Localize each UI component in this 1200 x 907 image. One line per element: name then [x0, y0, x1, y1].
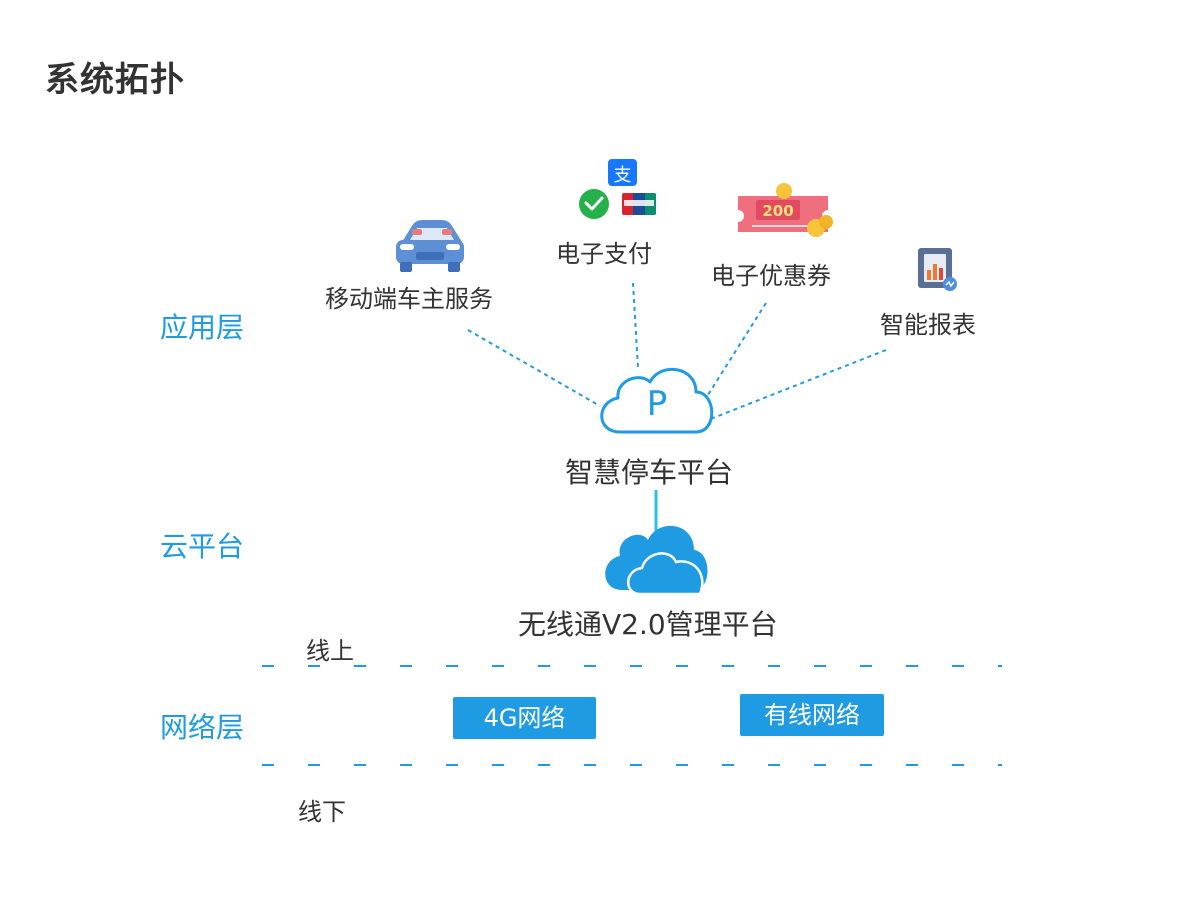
network-wired-tag: 有线网络: [740, 694, 884, 736]
layer-cloud-label: 云平台: [160, 530, 245, 563]
alipay-icon: 支: [608, 159, 637, 186]
parking-platform-label: 智慧停车平台: [565, 456, 734, 489]
svg-text:支: 支: [614, 165, 632, 186]
car-icon: [396, 220, 464, 272]
report-icon: [918, 248, 957, 291]
unionpay-icon: [622, 193, 656, 215]
report-label: 智能报表: [880, 311, 976, 339]
payment-label: 电子支付: [556, 240, 652, 268]
parking-p-symbol: P: [646, 384, 668, 424]
parking-cloud-icon: [600, 367, 714, 434]
network-4g-tag: 4G网络: [453, 697, 596, 739]
connector-report: [707, 349, 887, 421]
page-title: 系统拓扑: [45, 60, 185, 100]
connector-coupon: [705, 302, 767, 399]
coupon-label: 电子优惠券: [711, 262, 831, 290]
online-label: 线上: [306, 637, 354, 665]
offline-label: 线下: [298, 798, 346, 826]
wireless-cloud-icon: [605, 525, 708, 596]
layer-network-label: 网络层: [160, 711, 245, 744]
wireless-platform-label: 无线通V2.0管理平台: [518, 608, 778, 641]
car-service-label: 移动端车主服务: [325, 285, 493, 313]
coupon-icon: 200: [738, 183, 833, 237]
layer-application-label: 应用层: [160, 311, 245, 344]
wechat-pay-icon: [579, 189, 609, 219]
connector-car-service: [467, 329, 601, 407]
connector-payment: [632, 282, 639, 369]
coupon-amount: 200: [762, 202, 793, 220]
